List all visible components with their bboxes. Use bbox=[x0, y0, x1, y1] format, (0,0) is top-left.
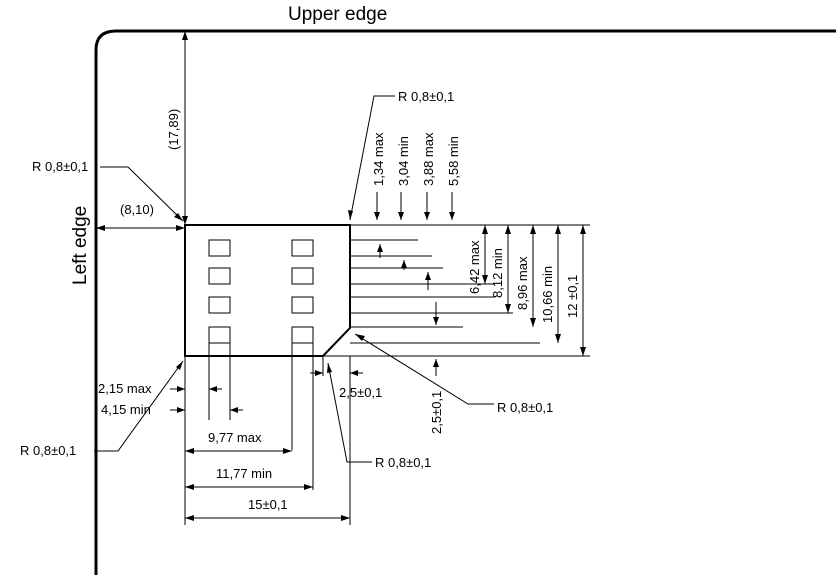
contact-pads bbox=[208, 239, 314, 344]
dimension-label: 2,15 max bbox=[98, 381, 152, 396]
row-markers bbox=[377, 244, 439, 325]
dimension-label: 3,88 max bbox=[421, 132, 436, 186]
radius-leader-top-right: R 0,8±0,1 bbox=[348, 89, 454, 221]
upper-edge-label: Upper edge bbox=[288, 4, 387, 25]
dimension-label: 15±0,1 bbox=[248, 497, 288, 512]
dimension-label: (8,10) bbox=[120, 202, 154, 217]
dimension-label: 4,15 min bbox=[101, 402, 151, 417]
contact-pad bbox=[208, 267, 231, 285]
dimension-label: 11,77 min bbox=[216, 466, 272, 481]
dimension-chamfer-vertical: 2,5±0,1 bbox=[429, 359, 444, 434]
contact-pad bbox=[291, 296, 314, 314]
dimension-label: 8,96 max bbox=[515, 256, 530, 310]
dimension-17-89: (17,89) bbox=[166, 31, 188, 225]
contact-pad bbox=[208, 326, 231, 344]
dimension-label: 1,34 max bbox=[371, 132, 386, 186]
radius-leader-top-left: R 0,8±0,1 bbox=[32, 159, 184, 222]
dimension-label: 8,12 min bbox=[490, 248, 505, 298]
contact-pad bbox=[291, 326, 314, 344]
left-edge-label: Left edge bbox=[70, 206, 91, 285]
contact-pad bbox=[291, 267, 314, 285]
radius-leader-bottom-right: R 0,8±0,1 bbox=[354, 333, 553, 415]
dimension-label: 5,58 min bbox=[446, 136, 461, 186]
radius-leader-bottom-left: R 0,8±0,1 bbox=[20, 360, 184, 458]
dimension-chamfer-horizontal: 2,5±0,1 bbox=[310, 356, 382, 525]
vertical-contact-offsets: 6,42 max 8,12 min 8,96 max 10,66 min 12 … bbox=[467, 225, 586, 356]
contact-pad bbox=[208, 239, 231, 257]
dimension-label: 3,04 min bbox=[396, 136, 411, 186]
dimension-label: (17,89) bbox=[166, 109, 181, 150]
radius-label: R 0,8±0,1 bbox=[20, 443, 76, 458]
card-outline bbox=[94, 29, 836, 575]
radius-label: R 0,8±0,1 bbox=[375, 455, 431, 470]
radius-label: R 0,8±0,1 bbox=[32, 159, 88, 174]
dimension-label: 12 ±0,1 bbox=[565, 275, 580, 318]
radius-leader-bottom-middle: R 0,8±0,1 bbox=[327, 362, 431, 470]
dimension-label: 9,77 max bbox=[208, 430, 262, 445]
horizontal-left-offsets: 2,15 max 4,15 min bbox=[98, 343, 314, 525]
chip-outline bbox=[184, 224, 351, 357]
dimension-label: 2,5±0,1 bbox=[339, 385, 382, 400]
radius-label: R 0,8±0,1 bbox=[398, 89, 454, 104]
dimension-label: 10,66 min bbox=[540, 266, 555, 323]
horizontal-contact-offsets: 1,34 max 3,04 min 3,88 max 5,58 min bbox=[350, 132, 590, 226]
dimension-label: 2,5±0,1 bbox=[429, 391, 444, 434]
dimension-label: 6,42 max bbox=[467, 240, 482, 294]
dimension-8-10: (8,10) bbox=[96, 202, 185, 231]
contact-pad bbox=[291, 239, 314, 257]
radius-label: R 0,8±0,1 bbox=[497, 400, 553, 415]
contact-pad bbox=[208, 296, 231, 314]
bottom-width-dimensions: 9,77 max 11,77 min 15±0,1 bbox=[185, 430, 350, 521]
contact-row-extension-lines bbox=[323, 239, 590, 357]
